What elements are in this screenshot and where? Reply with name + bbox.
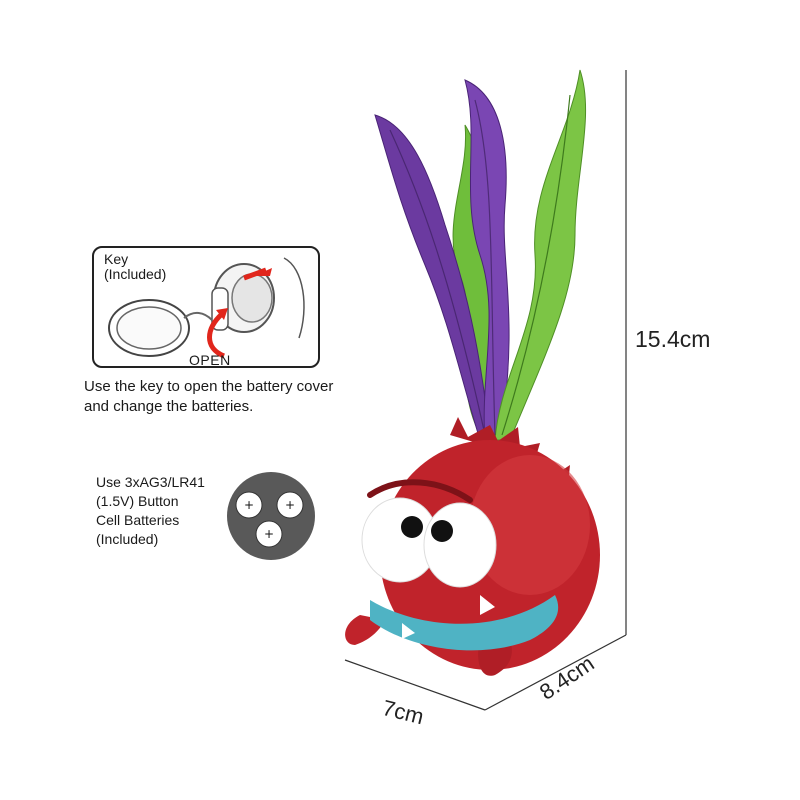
dimension-lines [344, 70, 627, 711]
key-label: Key (Included) [104, 251, 167, 282]
battery-cover-instruction: Use the key to open the battery cover an… [84, 378, 334, 415]
battery-plus-3: + [264, 527, 274, 541]
seaweed-green-right [494, 69, 587, 441]
battery-plus-1: + [244, 498, 254, 512]
open-label: OPEN [189, 352, 231, 368]
mouth [370, 595, 559, 651]
open-arrow-icon [207, 312, 226, 359]
dimension-height: 15.4cm [635, 326, 711, 352]
seaweed-purple-left [374, 114, 491, 441]
battery-cover-diagram [92, 246, 320, 368]
fish-body [345, 417, 600, 676]
seaweed-purple-mid [464, 79, 510, 441]
seaweed-fish-toy [344, 69, 627, 711]
battery-cover-illustration [108, 257, 305, 359]
battery-plus-2: + [285, 498, 295, 512]
battery-compartment-icon: + + + [227, 472, 315, 560]
battery-requirement-text: Use 3xAG3/LR41 (1.5V) Button Cell Batter… [96, 474, 205, 547]
right-eye [423, 502, 497, 588]
